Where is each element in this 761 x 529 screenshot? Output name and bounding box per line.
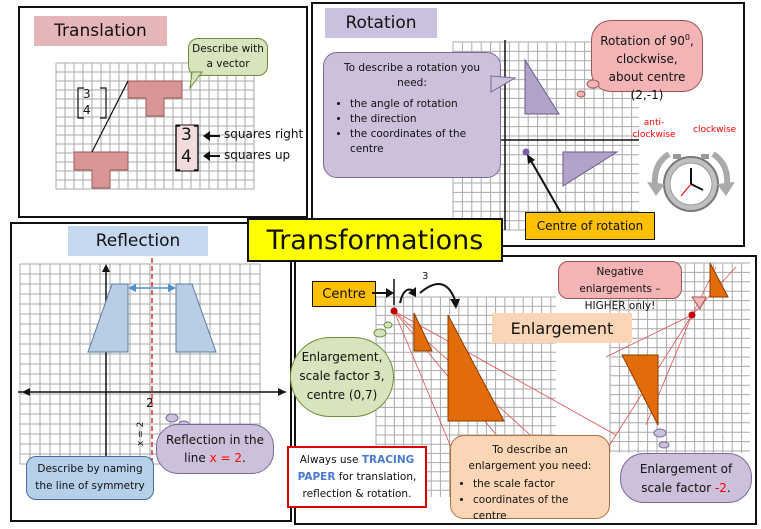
translation-panel: Translation 3 4 3 4 squares right square… bbox=[18, 6, 308, 218]
rotation-bullet: the coordinates of the centre bbox=[350, 127, 492, 157]
big-vector-top: 3 bbox=[181, 125, 192, 145]
rotation-bullet: the direction bbox=[350, 112, 492, 127]
main-title: Transformations bbox=[247, 218, 503, 262]
negative-note-callout: Negative enlargements – HIGHER only! bbox=[558, 261, 682, 312]
tracing-post: for translation, reflection & rotation. bbox=[302, 471, 417, 500]
vector-callout: Describe with a vector bbox=[188, 38, 268, 76]
translation-title: Translation bbox=[34, 16, 167, 46]
translation-object bbox=[127, 80, 183, 117]
reflection-axis-label: 2 bbox=[146, 396, 154, 410]
rotation-centre-point bbox=[522, 148, 530, 156]
enlargement-image bbox=[447, 314, 505, 422]
rotation-title: Rotation bbox=[325, 8, 437, 38]
negative-callout-pre: Enlargement of scale factor bbox=[639, 462, 733, 495]
clockwise-label: clockwise bbox=[693, 125, 737, 135]
negative-callout-value: -2 bbox=[714, 481, 727, 495]
reflection-callout-highlight: x = 2 bbox=[209, 451, 243, 465]
translation-vector-arrow bbox=[91, 80, 129, 153]
anticlockwise-label: anti-clockwise bbox=[632, 118, 676, 140]
rotation-bullet: the angle of rotation bbox=[350, 97, 492, 112]
negative-enlargement-object bbox=[709, 262, 729, 298]
reflection-image bbox=[175, 283, 217, 353]
enlargement-bullet: coordinates of the centre bbox=[473, 492, 603, 524]
rotation-example-line1: Rotation of 90 bbox=[600, 34, 685, 48]
rotation-panel: Rotation To describe a rotation you need… bbox=[311, 2, 745, 247]
enlargement-title: Enlargement bbox=[492, 313, 632, 343]
enlargement-object bbox=[413, 312, 433, 352]
clockwise-arrow-icon bbox=[711, 151, 731, 187]
reflection-panel: Reflection 2 x = 2 Reflection in the lin… bbox=[10, 222, 292, 522]
rotation-needs-callout: To describe a rotation you need: the ang… bbox=[323, 52, 501, 178]
enlargement-intro: To describe an enlargement you need: bbox=[468, 444, 592, 472]
negative-centre-point bbox=[688, 311, 696, 319]
rotation-example-callout: Rotation of 900, clockwise, about centre… bbox=[591, 20, 703, 102]
label-squares-up: squares up bbox=[224, 148, 291, 162]
tracing-highlight: TRACING PAPER bbox=[297, 454, 415, 483]
clock-icon bbox=[663, 154, 719, 212]
small-vector-top: 3 bbox=[83, 87, 91, 101]
translation-image bbox=[73, 151, 129, 189]
small-vector-bracket bbox=[77, 87, 107, 119]
reflection-naming-callout: Describe by naming the line of symmetry bbox=[26, 456, 154, 500]
negative-enlargement-callout: Enlargement of scale factor -2. bbox=[620, 453, 752, 503]
translation-grid bbox=[55, 62, 255, 190]
rotation-example-line2: , clockwise, about centre (2,-1) bbox=[608, 34, 694, 102]
reflection-line-label: x = 2 bbox=[136, 421, 146, 446]
rotation-example-degree: 0 bbox=[684, 33, 690, 42]
reflection-callout-post: . bbox=[242, 451, 246, 465]
enlargement-bullet: the scale factor bbox=[473, 476, 603, 492]
enlargement-distance-label: 3 bbox=[422, 271, 429, 282]
reflection-callout: Reflection in the line x = 2. bbox=[156, 424, 274, 474]
small-vector-bottom: 4 bbox=[83, 103, 91, 117]
enlargement-cloud: Enlargement, scale factor 3, centre (0,7… bbox=[290, 337, 394, 417]
anticlockwise-arrow-icon bbox=[651, 151, 671, 187]
rotation-bullets: the angle of rotation the direction the … bbox=[332, 97, 492, 157]
enlargement-centre-point bbox=[390, 307, 398, 315]
tracing-pre: Always use bbox=[299, 454, 362, 466]
reflection-object bbox=[87, 283, 129, 353]
rotation-object bbox=[524, 58, 560, 115]
rotation-image bbox=[562, 151, 619, 187]
negative-enlargement-image bbox=[621, 354, 659, 426]
label-squares-right: squares right bbox=[224, 127, 304, 141]
enlargement-bullets: the scale factor coordinates of the cent… bbox=[457, 476, 603, 524]
reflection-title: Reflection bbox=[68, 226, 208, 256]
big-vector-bottom: 4 bbox=[181, 147, 192, 167]
negative-callout-post: . bbox=[726, 481, 731, 495]
reflection-callout-pre: Reflection in the line bbox=[166, 433, 264, 465]
enlargement-centre-tag: Centre bbox=[312, 281, 376, 307]
rotation-intro: To describe a rotation you need: bbox=[343, 62, 481, 89]
tracing-paper-note: Always use TRACING PAPER for translation… bbox=[287, 446, 427, 508]
enlargement-needs-callout: To describe an enlargement you need: the… bbox=[450, 435, 610, 522]
centre-of-rotation-label: Centre of rotation bbox=[525, 212, 655, 240]
centre-pointer bbox=[529, 158, 562, 214]
